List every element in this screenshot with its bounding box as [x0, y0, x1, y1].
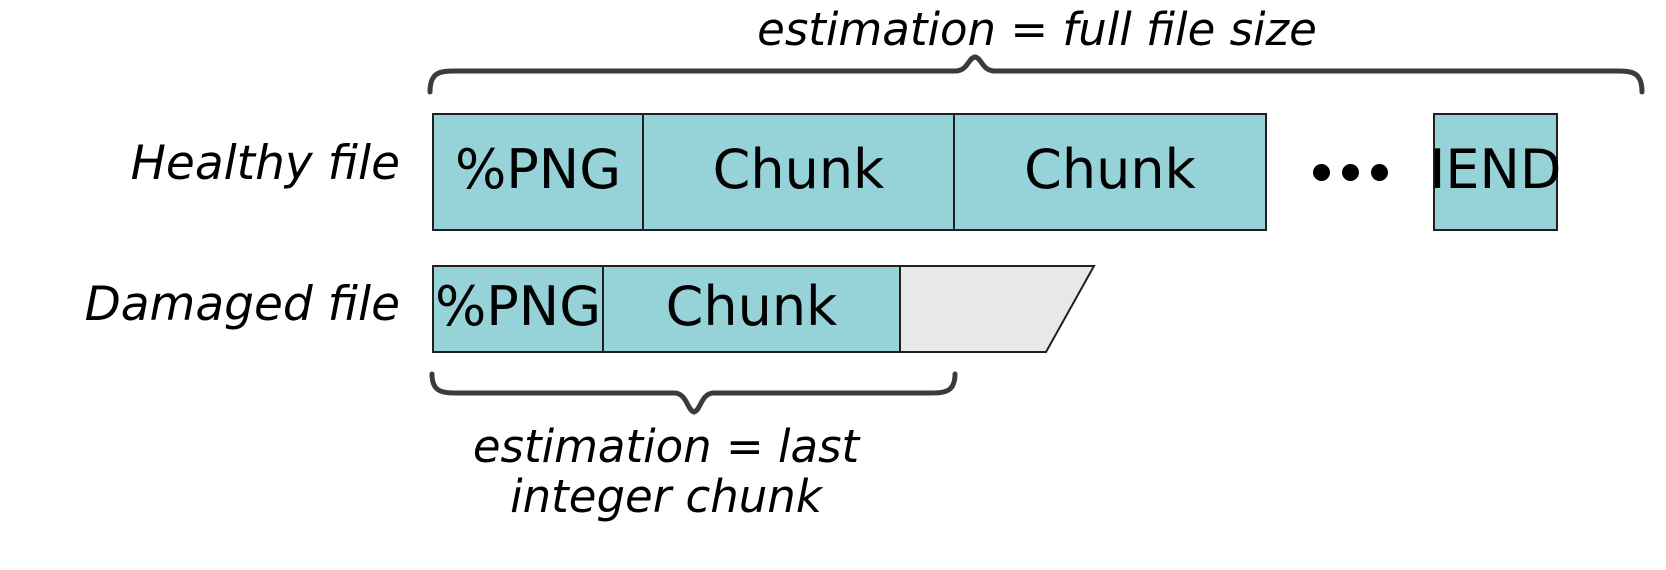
row-label-damaged-file: Damaged file	[84, 277, 400, 332]
ellipsis-dot	[1312, 163, 1330, 181]
truncated-tail-shape	[900, 265, 1096, 353]
segment-label: %PNG	[454, 138, 622, 201]
row-label-healthy-file: Healthy file	[130, 136, 400, 191]
segment-healthy-png-signature[interactable]: %PNG	[432, 113, 643, 231]
segment-healthy-iend[interactable]: IEND	[1429, 113, 1562, 231]
top-brace-caption: estimation = full file size	[757, 3, 1317, 56]
segment-label: Chunk	[665, 275, 838, 338]
segment-healthy-chunk-2[interactable]: Chunk	[954, 113, 1267, 231]
segment-label: %PNG	[434, 275, 602, 338]
ellipsis-dot	[1341, 163, 1359, 181]
segment-damaged-truncated-tail	[900, 265, 1096, 353]
segment-damaged-chunk-1[interactable]: Chunk	[603, 265, 900, 353]
ellipsis-dot	[1370, 163, 1388, 181]
bottom-brace-caption: estimation = last integer chunk	[472, 420, 860, 524]
segment-label: Chunk	[1024, 138, 1196, 201]
segment-damaged-png-signature[interactable]: %PNG	[432, 265, 603, 353]
segment-healthy-chunk-1[interactable]: Chunk	[643, 113, 954, 231]
top-curly-brace	[427, 54, 1645, 95]
segment-label: IEND	[1429, 138, 1562, 201]
segment-label: Chunk	[712, 138, 885, 201]
bottom-curly-brace	[429, 371, 958, 415]
ellipsis-icon	[1267, 113, 1433, 231]
